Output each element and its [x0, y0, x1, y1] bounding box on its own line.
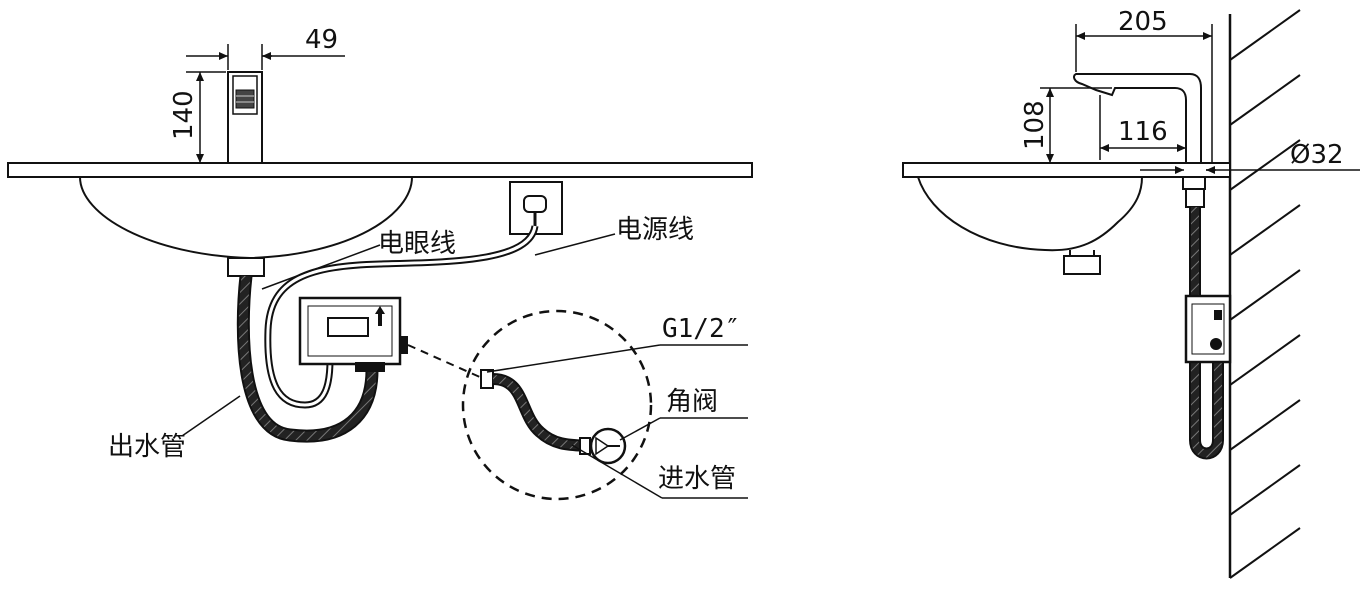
dim-spout-width: 49: [186, 25, 345, 70]
detail-connector: [407, 344, 483, 379]
basin-bowl: [79, 176, 413, 260]
angle-valve: [579, 427, 627, 465]
dim-108-label: 108: [1020, 100, 1050, 150]
drain-fitting: [227, 257, 265, 277]
dim-faucet-height: 140: [169, 71, 226, 163]
side-mount-nut: [1182, 176, 1206, 190]
thread-label: G1/2″: [662, 314, 740, 344]
thread-fitting: [480, 369, 494, 389]
angle-valve-leader: [619, 417, 661, 441]
power-socket: [509, 181, 563, 235]
side-drain: [1063, 255, 1101, 275]
dim-reach-from-wall: 116: [1099, 95, 1186, 160]
outlet-hose-leader: [181, 395, 241, 437]
sensor-cable-leader: [261, 244, 381, 290]
thread-leader: [486, 344, 661, 373]
countertop: [7, 162, 753, 178]
inlet-hose-label: 进水管: [658, 464, 736, 494]
front-view: 49 140 电眼线: [7, 25, 753, 501]
detail-circle: [461, 309, 653, 501]
side-basin: [917, 176, 1143, 252]
angle-valve-label: 角阀: [666, 387, 718, 417]
inlet-hose-leader: [571, 444, 663, 499]
sensor-cable-label: 电眼线: [378, 229, 456, 259]
side-view: 205 108 116 Ø32: [902, 7, 1360, 579]
dim-32-label: Ø32: [1290, 140, 1344, 170]
side-control-box: [1184, 294, 1232, 364]
power-cable-leader: [534, 233, 616, 256]
dim-spout-reach: 205: [1075, 7, 1213, 163]
dim-116-label: 116: [1118, 117, 1168, 147]
dim-205-label: 205: [1118, 7, 1168, 37]
power-cable-label: 电源线: [616, 215, 694, 245]
dim-spout-height: 108: [1020, 87, 1112, 163]
outlet-hose-label: 出水管: [108, 432, 186, 462]
wall-hatching: [1229, 9, 1301, 579]
faucet-front: [227, 71, 263, 164]
control-box: [298, 296, 408, 372]
dim-hole-diameter: Ø32: [1140, 140, 1360, 174]
faucet-side: [1073, 73, 1202, 164]
dim-49-label: 49: [305, 25, 338, 55]
dim-140-label: 140: [169, 90, 199, 140]
side-mount-body: [1185, 188, 1205, 208]
